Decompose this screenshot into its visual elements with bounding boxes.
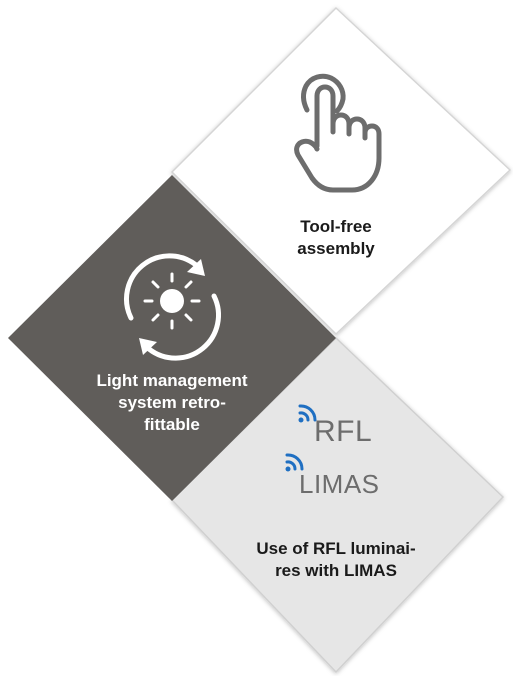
wireless-signal-icon bbox=[285, 453, 304, 472]
assembly-label: Tool-free assembly bbox=[297, 217, 375, 258]
hand-pointer-icon bbox=[294, 73, 382, 193]
rfl-label: Use of RFL luminai- res with LIMAS bbox=[256, 539, 416, 580]
wireless-signal-icon bbox=[298, 404, 317, 423]
assembly-tile bbox=[170, 6, 512, 336]
rfl-logo-text: RFL bbox=[314, 415, 373, 448]
limas-logo-text: LIMAS bbox=[299, 469, 380, 499]
sun-refresh-icon bbox=[124, 253, 221, 361]
light-management-label: Light management system retro- fittable bbox=[96, 371, 248, 434]
light-management-tile bbox=[8, 175, 336, 501]
